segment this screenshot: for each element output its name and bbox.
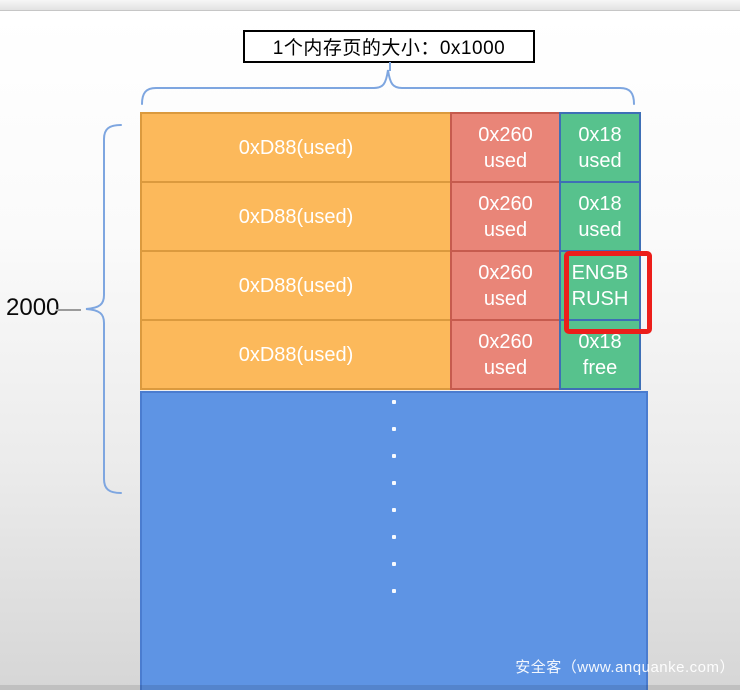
chunk-label: used	[483, 356, 528, 379]
chunk-small-used: 0x18 used	[559, 181, 641, 252]
chunk-label: 0xD88(used)	[238, 343, 354, 366]
chunk-large-used: 0xD88(used)	[140, 319, 452, 390]
chunk-small-used: 0x18 used	[559, 112, 641, 183]
ellipsis-dot	[392, 589, 396, 593]
ellipsis-dot	[392, 400, 396, 404]
memory-row-4: 0xD88(used) 0x260 used 0x18 free	[140, 319, 645, 390]
ellipsis-dot	[392, 535, 396, 539]
watermark-text: 安全客（www.anquanke.com）	[515, 659, 735, 676]
title-connector-line	[389, 62, 391, 71]
chunk-label: RUSH	[571, 287, 629, 310]
chunk-label: 0x18	[578, 330, 622, 353]
chunk-label: ENGB	[571, 261, 629, 284]
page-size-title-text: 1个内存页的大小：0x1000	[272, 38, 506, 59]
left-count-label: 2000	[6, 294, 60, 321]
chunk-large-used: 0xD88(used)	[140, 112, 452, 183]
chunk-mid-used: 0x260 used	[450, 112, 561, 183]
chunk-label: used	[483, 149, 528, 172]
chunk-label: 0x260	[478, 123, 533, 146]
chunk-label: used	[578, 149, 622, 172]
label-leader-line	[56, 309, 81, 311]
free-memory-block	[140, 391, 648, 690]
chunk-mid-used: 0x260 used	[450, 250, 561, 321]
chunk-mid-used: 0x260 used	[450, 319, 561, 390]
chunk-label: 0xD88(used)	[238, 136, 354, 159]
chunk-engbrush: ENGB RUSH	[559, 250, 641, 321]
chunk-label: 0x18	[578, 123, 622, 146]
bottom-edge-shade	[0, 685, 740, 690]
ellipsis-dot	[392, 427, 396, 431]
ellipsis-dot	[392, 454, 396, 458]
chunk-large-used: 0xD88(used)	[140, 250, 452, 321]
chunk-label: 0xD88(used)	[238, 205, 354, 228]
chunk-mid-used: 0x260 used	[450, 181, 561, 252]
chunk-label: 0x18	[578, 192, 622, 215]
window-top-edge	[0, 0, 740, 11]
memory-rows: 0xD88(used) 0x260 used 0x18 used 0xD88(u…	[140, 112, 645, 390]
ellipsis-dot	[392, 562, 396, 566]
page-size-title-box: 1个内存页的大小：0x1000	[243, 30, 535, 63]
chunk-label: 0x260	[478, 261, 533, 284]
ellipsis-dot	[392, 508, 396, 512]
memory-row-2: 0xD88(used) 0x260 used 0x18 used	[140, 181, 645, 252]
chunk-label: used	[483, 218, 528, 241]
chunk-label: used	[578, 218, 622, 241]
engbrush-highlight-border	[564, 251, 652, 334]
top-brace	[141, 69, 635, 105]
chunk-label: 0x260	[478, 330, 533, 353]
chunk-large-used: 0xD88(used)	[140, 181, 452, 252]
chunk-label: free	[582, 356, 618, 379]
memory-row-1: 0xD88(used) 0x260 used 0x18 used	[140, 112, 645, 183]
ellipsis-dot	[392, 481, 396, 485]
left-brace	[85, 124, 122, 494]
chunk-label: 0x260	[478, 192, 533, 215]
chunk-label: 0xD88(used)	[238, 274, 354, 297]
chunk-label: used	[483, 287, 528, 310]
